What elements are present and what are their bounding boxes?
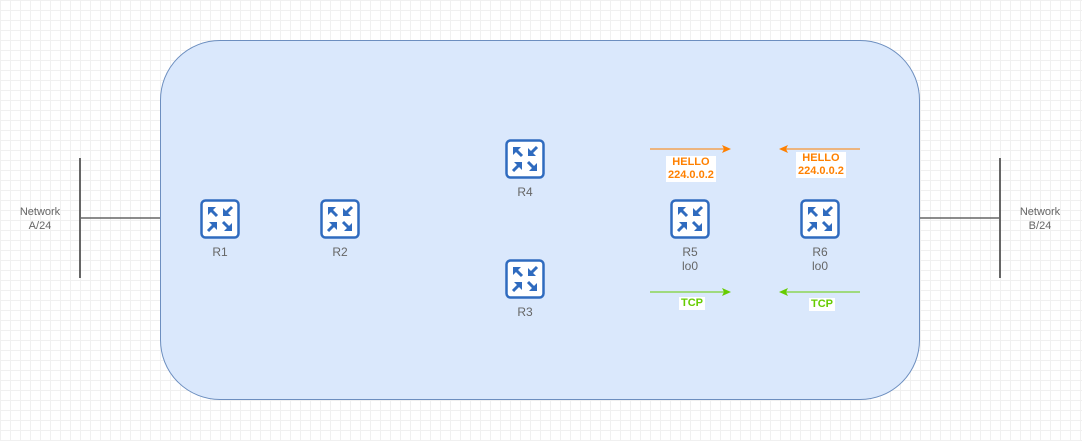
router-r5[interactable] <box>670 199 710 239</box>
router-r6[interactable] <box>800 199 840 239</box>
router-r3[interactable] <box>505 259 545 299</box>
router-icon <box>505 139 545 179</box>
router-r2[interactable] <box>320 199 360 239</box>
router-label: R1 <box>212 245 228 259</box>
router-icon <box>200 199 240 239</box>
arrowhead-icon <box>722 145 731 153</box>
router-label: R3 <box>517 305 533 319</box>
router-label: R2 <box>332 245 348 259</box>
router-r1[interactable] <box>200 199 240 239</box>
router-icon <box>670 199 710 239</box>
router-icon <box>800 199 840 239</box>
tcp-label-r6: TCP <box>809 298 835 311</box>
arrowhead-icon <box>779 145 788 153</box>
router-icon <box>505 259 545 299</box>
router-icon <box>320 199 360 239</box>
arrowhead-icon <box>779 288 788 296</box>
tcp-label-r5: TCP <box>679 297 705 310</box>
router-r4[interactable] <box>505 139 545 179</box>
router-label: R4 <box>517 185 533 199</box>
ospf-area[interactable] <box>160 40 920 400</box>
arrowhead-icon <box>722 288 731 296</box>
